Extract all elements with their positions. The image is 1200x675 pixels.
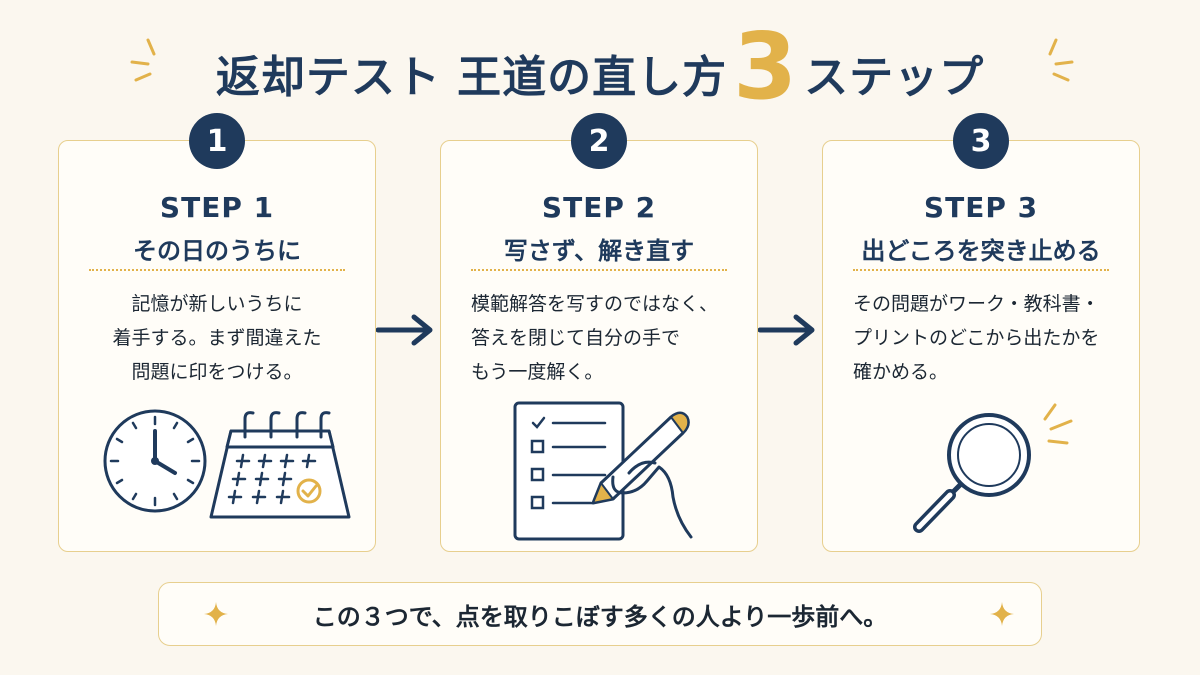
- description-line: 確かめる。: [853, 361, 949, 383]
- sparkle-right-icon: [1048, 38, 1074, 82]
- description-line: 問題に印をつける。: [131, 361, 303, 383]
- footer-text: この３つで、点を取りこぼす多くの人より一歩前へ。: [312, 602, 888, 631]
- step-card-3: 3 STEP 3 出どころを突き止める その問題がワーク・教科書・ プリントのど…: [822, 113, 1140, 552]
- divider: [89, 269, 345, 271]
- sparkle-icon: [1043, 403, 1073, 445]
- page-title: 返却テスト 王道の直し方 3 ステップ: [0, 21, 1200, 118]
- step-card-2: 2 STEP 2 写さず、解き直す 模範解答を写すのではなく、 答えを閉じて自分…: [440, 113, 758, 552]
- step-title: その日のうちに: [133, 237, 301, 265]
- description-line: 答えを閉じて自分の手で: [471, 327, 681, 349]
- title-suffix: ステップ: [804, 52, 985, 103]
- step-title: 写さず、解き直す: [503, 237, 695, 265]
- clock-icon: [103, 409, 207, 513]
- arrow-right-icon: [376, 314, 433, 346]
- description-line: もう一度解く。: [471, 361, 604, 383]
- step-label: STEP 3: [923, 191, 1039, 224]
- step-number-badge: 3: [953, 113, 1009, 169]
- step-description: 記憶が新しいうちに 着手する。まず間違えた 問題に印をつける。: [83, 287, 351, 389]
- title-number: 3: [733, 13, 799, 120]
- step-3-illustration: [913, 403, 1073, 533]
- sparkle-left-icon: [130, 38, 156, 82]
- sparkle-star-icon: [204, 602, 228, 626]
- arrow-right-icon: [758, 314, 815, 346]
- description-line: 模範解答を写すのではなく、: [471, 293, 719, 315]
- description-line: その問題がワーク・教科書・: [853, 293, 1100, 315]
- step-card-1: 1 STEP 1 その日のうちに 記憶が新しいうちに 着手する。まず間違えた 問…: [58, 113, 376, 552]
- step-label: STEP 2: [541, 191, 657, 224]
- description-line: 着手する。まず間違えた: [112, 327, 322, 349]
- step-label: STEP 1: [159, 191, 275, 224]
- footer-banner: この３つで、点を取りこぼす多くの人より一歩前へ。: [158, 582, 1042, 646]
- step-2-illustration: [513, 401, 693, 541]
- step-description: その問題がワーク・教科書・ プリントのどこから出たかを 確かめる。: [853, 287, 1115, 389]
- calendar-check-icon: [209, 411, 351, 519]
- step-number-badge: 2: [571, 113, 627, 169]
- description-line: 記憶が新しいうちに: [131, 293, 303, 315]
- pencil-hand-icon: [591, 411, 693, 539]
- step-title: 出どころを突き止める: [861, 237, 1101, 265]
- step-description: 模範解答を写すのではなく、 答えを閉じて自分の手で もう一度解く。: [471, 287, 733, 389]
- magnifier-icon: [913, 413, 1031, 533]
- description-line: プリントのどこから出たかを: [853, 327, 1100, 349]
- step-1-illustration: [103, 409, 351, 519]
- divider: [853, 269, 1109, 271]
- divider: [471, 269, 727, 271]
- title-text: 返却テスト 王道の直し方: [215, 52, 728, 103]
- step-number-badge: 1: [189, 113, 245, 169]
- checklist-icon: [513, 401, 625, 541]
- sparkle-star-icon: [990, 602, 1014, 626]
